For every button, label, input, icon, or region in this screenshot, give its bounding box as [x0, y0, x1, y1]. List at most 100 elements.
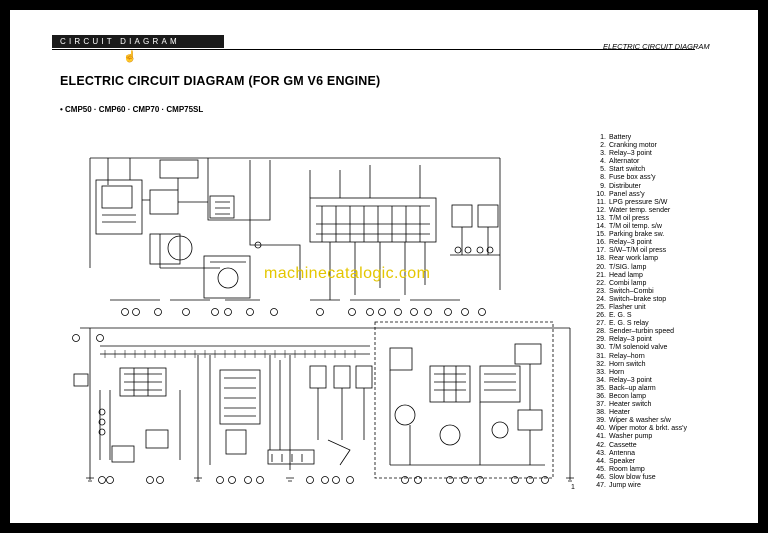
legend-item-number: 22. [596, 279, 606, 287]
legend-item-label: Sender–turbin speed [609, 328, 674, 336]
legend-item-label: Alternator [609, 158, 640, 166]
legend-item-number: 31. [596, 352, 606, 360]
legend-item: 5.Start switch [596, 166, 756, 174]
legend-item-label: T/SIG. lamp [609, 263, 647, 271]
legend-item-number: 10. [596, 190, 606, 198]
legend-item-number: 3. [600, 150, 606, 158]
legend-item: 33.Horn [596, 369, 756, 377]
panel-assy-block [309, 197, 437, 243]
running-header: ELECTRIC CIRCUIT DIAGRAM [603, 42, 710, 51]
legend-item-number: 39. [596, 417, 606, 425]
legend-item-number: 21. [596, 271, 606, 279]
legend-item: 4.Alternator [596, 158, 756, 166]
legend-item-label: Becon lamp [609, 393, 646, 400]
legend-item-label: Relay–3 point [609, 376, 652, 384]
legend-item: 27.E. G. S relay [596, 320, 756, 328]
legend-item: 2.Cranking motor [596, 142, 756, 150]
legend-item-label: Speaker [609, 457, 636, 465]
legend-item-number: 20. [596, 263, 606, 271]
legend-item-label: Horn switch [609, 360, 646, 368]
combi-switch-block [119, 367, 167, 397]
legend-item-number: 36. [596, 393, 606, 400]
legend-item-label: Horn [609, 368, 625, 376]
legend-item-number: 45. [596, 465, 606, 473]
legend-item-number: 35. [596, 384, 606, 392]
legend-item-label: Heater switch [609, 401, 652, 409]
legend-item-number: 33. [596, 368, 606, 376]
legend-item-label: Cassette [609, 441, 637, 449]
distributor-block [203, 255, 251, 299]
battery-block [95, 179, 143, 235]
page-number: 1 [571, 484, 575, 491]
legend-item-label: Rear work lamp [609, 255, 659, 263]
legend-item: 24.Switch–brake stop [596, 296, 756, 304]
legend-item-label: E. G. S [609, 312, 632, 320]
page-title: ELECTRIC CIRCUIT DIAGRAM (FOR GM V6 ENGI… [60, 74, 381, 88]
legend-item-number: 34. [596, 376, 606, 384]
legend-item: 21.Head lamp [596, 272, 756, 280]
legend-item: 42.Cassette [596, 442, 756, 450]
legend-item: 40.Wiper motor & brkt. ass'y [596, 425, 756, 433]
legend-item: 23.Switch–Combi [596, 288, 756, 296]
manual-page: CIRCUIT DIAGRAM ☝ ELECTRIC CIRCUIT DIAGR… [10, 10, 758, 523]
header-rule [52, 49, 695, 50]
legend-item-number: 37. [596, 401, 606, 409]
legend-item: 1.Battery [596, 134, 756, 142]
legend-item-number: 23. [596, 287, 606, 295]
legend-item-label: Wiper motor & brkt. ass'y [609, 425, 687, 433]
legend-item-label: Switch–Combi [609, 287, 654, 295]
section-header-band: CIRCUIT DIAGRAM [52, 35, 224, 48]
legend-item: 43.Antenna [596, 450, 756, 458]
legend-item: 46.Slow blow fuse [596, 474, 756, 482]
legend-item-number: 42. [596, 441, 606, 449]
legend-item-number: 40. [596, 425, 606, 433]
legend-item-number: 11. [596, 198, 606, 206]
legend-item-label: Relay–3 point [609, 239, 652, 247]
legend-item-label: Water temp. sender [609, 206, 671, 214]
legend-item-number: 30. [596, 344, 606, 352]
legend-item-number: 17. [596, 247, 606, 255]
legend-item: 3.Relay–3 point [596, 150, 756, 158]
legend-item: 22.Combi lamp [596, 280, 756, 288]
legend-item-number: 44. [596, 457, 606, 465]
legend-item-number: 2. [600, 142, 606, 150]
legend-item: 11.LPG pressure S/W [596, 199, 756, 207]
legend-item-number: 46. [596, 473, 606, 481]
legend-item-label: Antenna [609, 449, 636, 457]
watermark-text: machinecatalogic.com [264, 265, 431, 282]
legend-item: 47.Jump wire [596, 482, 756, 490]
legend-item-label: Cranking motor [609, 142, 657, 150]
legend-item: 30.T/M solenoid valve [596, 344, 756, 352]
pointing-hand-icon: ☝ [123, 51, 137, 63]
legend-item: 34.Relay–3 point [596, 377, 756, 385]
legend-item-label: Head lamp [609, 271, 643, 279]
legend-item-number: 38. [596, 409, 606, 417]
legend-item-number: 5. [600, 166, 606, 174]
legend-item: 13.T/M oil press [596, 215, 756, 223]
egs-block [219, 369, 261, 425]
legend-item: 37.Heater switch [596, 401, 756, 409]
legend-item-number: 13. [596, 214, 606, 222]
legend-item-label: Panel ass'y [609, 190, 645, 198]
legend-item: 31.Relay–horn [596, 353, 756, 361]
legend-item: 36.Becon lamp [596, 393, 756, 401]
legend-item-number: 12. [596, 206, 606, 214]
legend-item-label: S/W–T/M oil press [609, 247, 667, 255]
legend-item-number: 9. [600, 182, 606, 190]
legend-item: 28.Sender–turbin speed [596, 328, 756, 336]
legend-item: 16.Relay–3 point [596, 239, 756, 247]
legend-item-number: 28. [596, 328, 606, 336]
legend-item-label: Combi lamp [609, 279, 647, 287]
legend-item-number: 15. [596, 231, 606, 239]
legend-item: 25.Flasher unit [596, 304, 756, 312]
legend-item: 15.Parking brake sw. [596, 231, 756, 239]
legend-item-number: 27. [596, 320, 606, 328]
legend-item-label: Relay–horn [609, 352, 645, 360]
legend-item: 14.T/M oil temp. s/w [596, 223, 756, 231]
legend-item: 29.Relay–3 point [596, 336, 756, 344]
legend-item-label: Distributer [609, 182, 641, 190]
legend-item: 20.T/SIG. lamp [596, 264, 756, 272]
legend-item-number: 29. [596, 336, 606, 344]
legend-item-number: 26. [596, 312, 606, 320]
